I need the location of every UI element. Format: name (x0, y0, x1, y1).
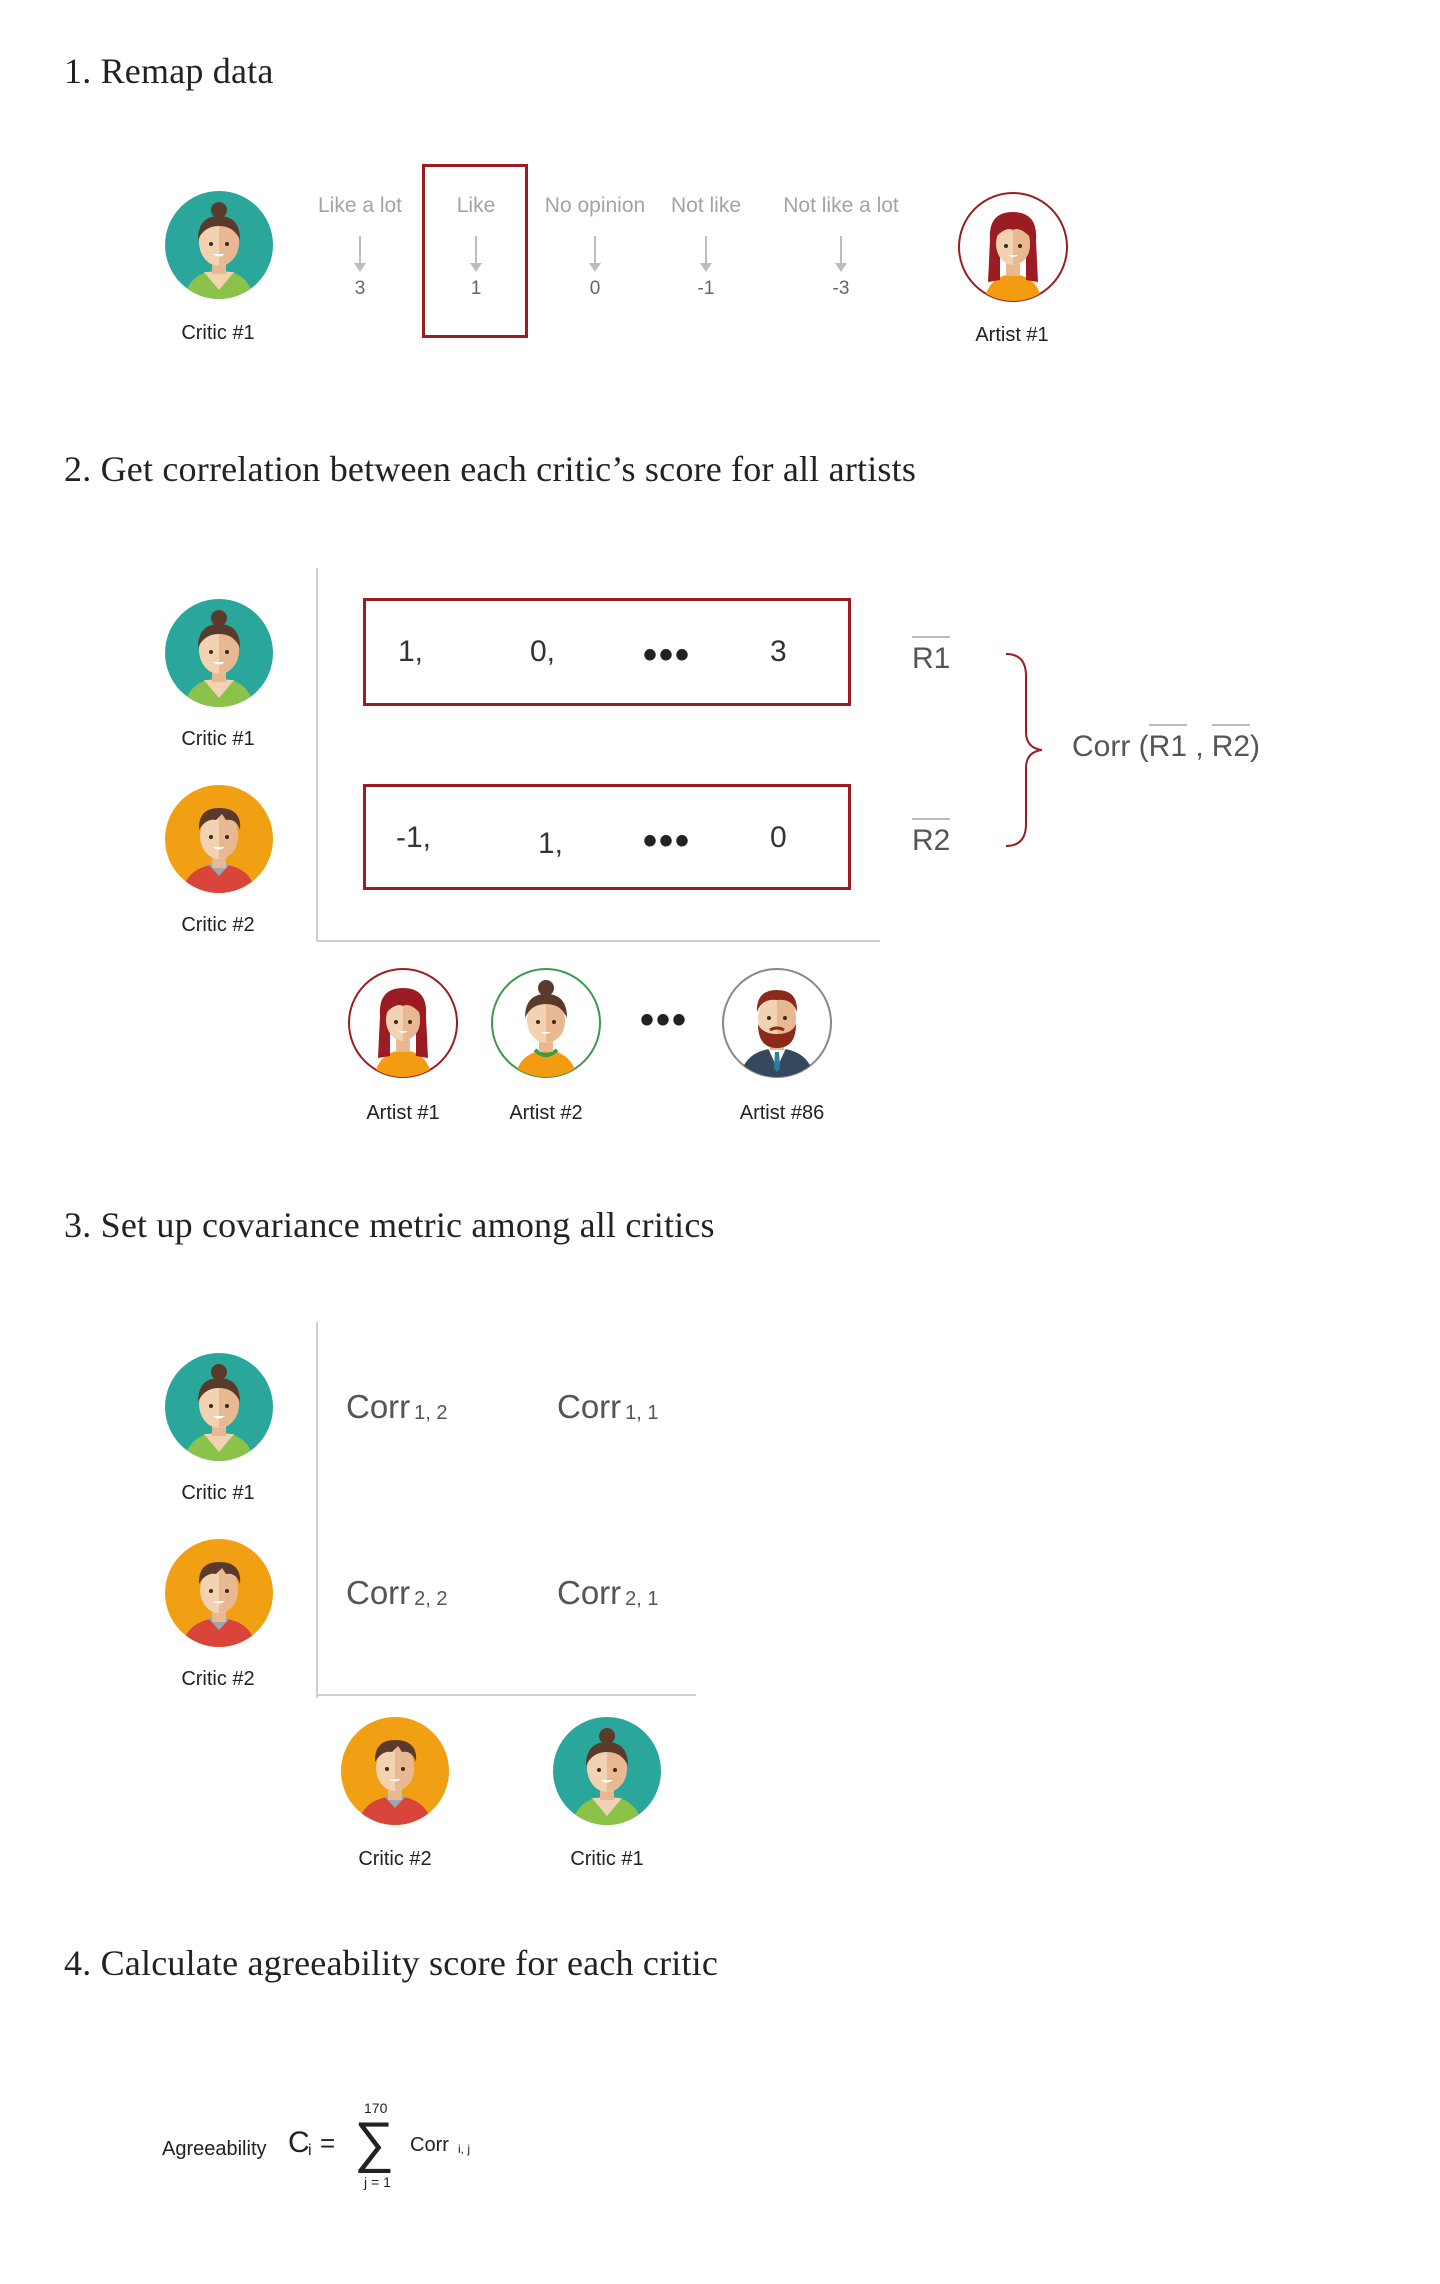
critic-1-label: Critic #1 (181, 322, 255, 344)
vector-cell: 0, (530, 635, 556, 668)
artist-1-avatar (348, 968, 458, 1078)
vector-arrow-icon (912, 818, 951, 820)
step-3-heading: 3. Set up covariance metric among all cr… (64, 1205, 715, 1245)
critic-1-avatar (164, 598, 274, 708)
step-4-heading: 4. Calculate agreeability score for each… (64, 1943, 719, 1983)
artist-2-label: Artist #2 (509, 1102, 583, 1124)
arrow-down-icon (354, 236, 366, 272)
vector-cell: 1, (398, 635, 424, 668)
y-axis (316, 568, 318, 942)
step-2-heading: 2. Get correlation between each critic’s… (64, 449, 917, 489)
sigma-icon: ∑ (354, 2110, 394, 2173)
ellipsis-icon: ••• (643, 819, 692, 863)
x-axis (316, 940, 880, 942)
highlight-box (422, 164, 528, 338)
vector-cell: 3 (770, 635, 787, 668)
vector-arrow-icon (1148, 724, 1188, 726)
artist-1-label: Artist #1 (975, 324, 1049, 346)
critic-1-label: Critic #1 (181, 728, 255, 750)
critic-2-label: Critic #2 (181, 914, 255, 936)
x-axis (316, 1694, 696, 1696)
arrow-down-icon (589, 236, 601, 272)
y-axis (316, 1322, 318, 1698)
arrow-down-icon (835, 236, 847, 272)
artist-86-avatar (722, 968, 832, 1078)
artist-86-label: Artist #86 (739, 1102, 825, 1124)
value-no-opinion: 0 (589, 278, 601, 299)
score-vector-r1: 1, 0, ••• 3 (363, 598, 851, 706)
critic-1-avatar (164, 1352, 274, 1462)
critic-1-label: Critic #1 (570, 1848, 644, 1870)
critic-1-label: Critic #1 (181, 1482, 255, 1504)
arrow-down-icon (700, 236, 712, 272)
critic-2-avatar (340, 1716, 450, 1826)
artist-1-label: Artist #1 (366, 1102, 440, 1124)
vector-arrow-icon (1211, 724, 1251, 726)
value-not-like-a-lot: -3 (832, 278, 850, 299)
vector-r1-label: R1 (912, 636, 951, 676)
value-like-a-lot: 3 (354, 278, 366, 299)
critic-1-avatar (164, 190, 274, 300)
critic-2-label: Critic #2 (181, 1668, 255, 1690)
option-like-a-lot: Like a lot (317, 194, 403, 217)
step-1-heading: 1. Remap data (64, 51, 274, 91)
critic-1-avatar (552, 1716, 662, 1826)
arrow-down-icon (470, 236, 482, 272)
vector-r2-label: R2 (912, 818, 951, 858)
ellipsis-icon: ••• (640, 998, 689, 1042)
critic-2-avatar (164, 784, 274, 894)
critic-2-label: Critic #2 (358, 1848, 432, 1870)
option-not-like-a-lot: Not like a lot (783, 194, 899, 217)
option-not-like: Not like (670, 194, 742, 217)
value-not-like: -1 (697, 278, 715, 299)
curly-brace-icon (1005, 653, 1042, 847)
artist-1-avatar (958, 192, 1068, 302)
artist-2-avatar (491, 968, 601, 1078)
score-vector-r2: -1, 1, ••• 0 (363, 784, 851, 890)
vector-cell: -1, (396, 821, 432, 854)
vector-arrow-icon (912, 636, 951, 638)
agreeability-formula: Agreeability C i = 170 ∑ j = 1 Corr i, j (162, 2100, 470, 2190)
corr-formula: Corr (R1 ,R2) (1072, 724, 1260, 764)
ellipsis-icon: ••• (643, 633, 692, 677)
critic-2-avatar (164, 1538, 274, 1648)
value-like: 1 (470, 278, 482, 299)
vector-cell: 0 (770, 821, 787, 854)
vector-cell: 1, (538, 827, 564, 860)
option-no-opinion: No opinion (544, 194, 646, 217)
option-like: Like (456, 194, 496, 217)
